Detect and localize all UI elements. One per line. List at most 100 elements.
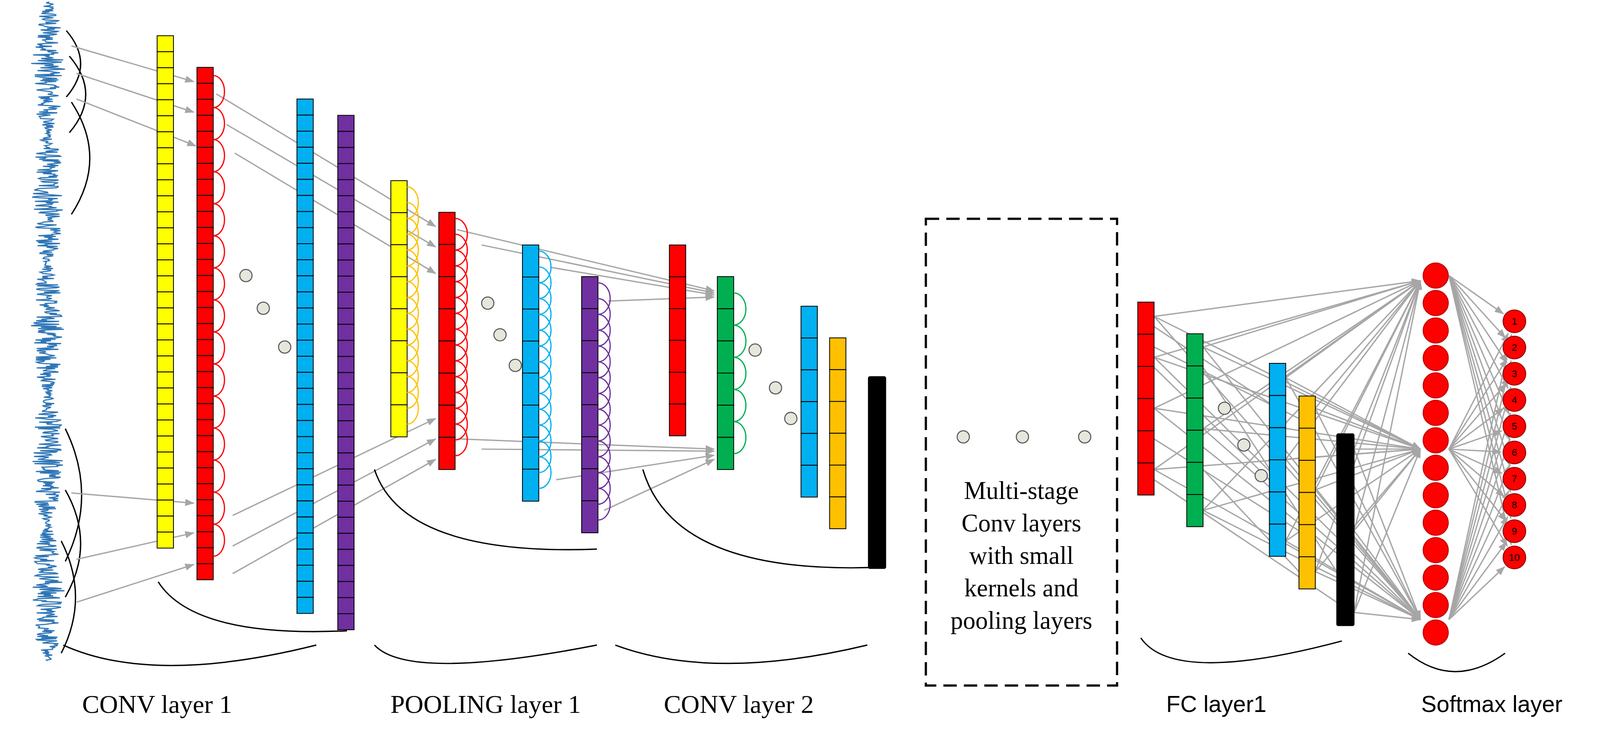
connection-arrow bbox=[71, 493, 194, 504]
feature-map-bar bbox=[337, 163, 355, 180]
feature-map-bar bbox=[717, 341, 734, 374]
hidden-neuron bbox=[1423, 565, 1448, 591]
connection-arrow bbox=[1448, 516, 1508, 620]
connection-arrow bbox=[232, 438, 436, 547]
feature-map-bar bbox=[337, 388, 355, 405]
feature-map-bar bbox=[156, 516, 174, 533]
feature-map-bar bbox=[1336, 433, 1355, 626]
connection-arrow bbox=[1448, 465, 1510, 620]
feature-map-bar bbox=[156, 99, 174, 116]
feature-map-bar bbox=[297, 291, 314, 308]
feature-map-bar bbox=[1137, 430, 1155, 463]
kernel-arc bbox=[213, 524, 225, 557]
feature-map-bar bbox=[438, 276, 456, 309]
feature-map-bar bbox=[1186, 397, 1204, 431]
feature-map-bar bbox=[297, 356, 314, 373]
receptive-field-arc bbox=[69, 56, 86, 133]
kernel-arc bbox=[213, 235, 225, 268]
kernel-arc bbox=[213, 363, 225, 396]
feature-map-bar bbox=[196, 179, 214, 196]
feature-map-bar bbox=[717, 276, 734, 309]
feature-map-bar bbox=[297, 388, 314, 405]
feature-map-bar bbox=[829, 337, 847, 370]
feature-map-bar bbox=[156, 483, 174, 500]
feature-map-bar bbox=[156, 499, 174, 516]
connection-arrow bbox=[76, 564, 194, 603]
feature-map-bar bbox=[156, 275, 174, 292]
feature-map-bar bbox=[1186, 462, 1204, 495]
hidden-neuron bbox=[1423, 592, 1448, 618]
class-number: 9 bbox=[1511, 526, 1517, 537]
kernel-arc bbox=[733, 293, 747, 326]
feature-map-bar bbox=[196, 163, 214, 180]
feature-map-bar bbox=[1186, 333, 1204, 366]
feature-map-bar bbox=[156, 131, 174, 148]
feature-map-bar bbox=[297, 500, 314, 517]
feature-map-bar bbox=[196, 339, 214, 356]
feature-map-bar bbox=[800, 337, 818, 370]
feature-map-bar bbox=[800, 369, 818, 403]
feature-map-bar bbox=[581, 500, 599, 533]
feature-map-bar bbox=[156, 387, 174, 404]
feature-map-bar bbox=[1137, 334, 1155, 367]
feature-map-bar bbox=[297, 115, 314, 132]
feature-map-bar bbox=[196, 403, 214, 420]
kernel-arc bbox=[213, 428, 225, 461]
feature-map-bar bbox=[669, 308, 686, 341]
hidden-neuron bbox=[1423, 455, 1448, 481]
class-number: 4 bbox=[1511, 395, 1517, 406]
feature-map-bar bbox=[1298, 492, 1316, 525]
connection-arrow bbox=[608, 297, 715, 302]
hidden-neuron bbox=[1423, 317, 1448, 343]
feature-map-bar bbox=[297, 195, 314, 212]
feature-map-bar bbox=[297, 243, 314, 260]
stage-text: Multi-stage Conv layers with small kerne… bbox=[924, 474, 1119, 637]
output-neuron: 1 bbox=[1502, 309, 1527, 334]
feature-map-bar bbox=[156, 355, 174, 372]
feature-map-bar bbox=[297, 517, 314, 534]
layer-bracket bbox=[374, 645, 597, 664]
feature-map-bar bbox=[156, 451, 174, 468]
feature-map-bar bbox=[297, 227, 314, 244]
connection-arrow bbox=[1448, 275, 1510, 441]
feature-map-bar bbox=[297, 452, 314, 469]
output-neuron: 9 bbox=[1502, 519, 1527, 543]
connection-arrow bbox=[1448, 275, 1511, 519]
receptive-field-arc bbox=[71, 102, 90, 215]
feature-map-bar bbox=[581, 340, 599, 373]
feature-map-bar bbox=[829, 433, 847, 466]
feature-map-bar bbox=[156, 163, 174, 180]
feature-map-bar bbox=[156, 83, 174, 100]
ellipsis-dot bbox=[494, 328, 507, 342]
layer-label: CONV layer 1 bbox=[82, 688, 233, 720]
feature-map-bar bbox=[522, 245, 539, 278]
feature-map-bar bbox=[337, 211, 355, 228]
feature-map-bar bbox=[297, 340, 314, 357]
feature-map-bar bbox=[337, 195, 355, 212]
connection-arrow bbox=[1448, 438, 1510, 620]
feature-map-bar bbox=[156, 403, 174, 420]
layer-bracket bbox=[1408, 653, 1506, 672]
feature-map-bar bbox=[1269, 395, 1287, 428]
feature-map-bar bbox=[522, 469, 539, 502]
feature-map-bar bbox=[438, 244, 456, 277]
feature-map-bar bbox=[522, 373, 539, 406]
ellipsis-dot bbox=[1016, 430, 1029, 444]
feature-map-bar bbox=[581, 308, 599, 341]
feature-map-bar bbox=[337, 452, 355, 469]
connection-arrow bbox=[1354, 449, 1421, 531]
feature-map-bar bbox=[829, 496, 847, 529]
feature-map-bar bbox=[1137, 301, 1155, 334]
feature-map-bar bbox=[717, 373, 734, 406]
feature-map-bar bbox=[196, 275, 214, 292]
feature-map-bar bbox=[196, 243, 214, 260]
connection-arrow bbox=[1202, 280, 1421, 347]
feature-map-bar bbox=[829, 369, 847, 402]
connection-arrow bbox=[1354, 449, 1421, 613]
feature-map-bar bbox=[196, 195, 214, 212]
feature-map-bar bbox=[196, 467, 214, 484]
feature-map-bar bbox=[390, 372, 408, 405]
feature-map-bar bbox=[717, 437, 734, 470]
feature-map-bar bbox=[581, 372, 599, 405]
feature-map-bar bbox=[522, 405, 539, 438]
